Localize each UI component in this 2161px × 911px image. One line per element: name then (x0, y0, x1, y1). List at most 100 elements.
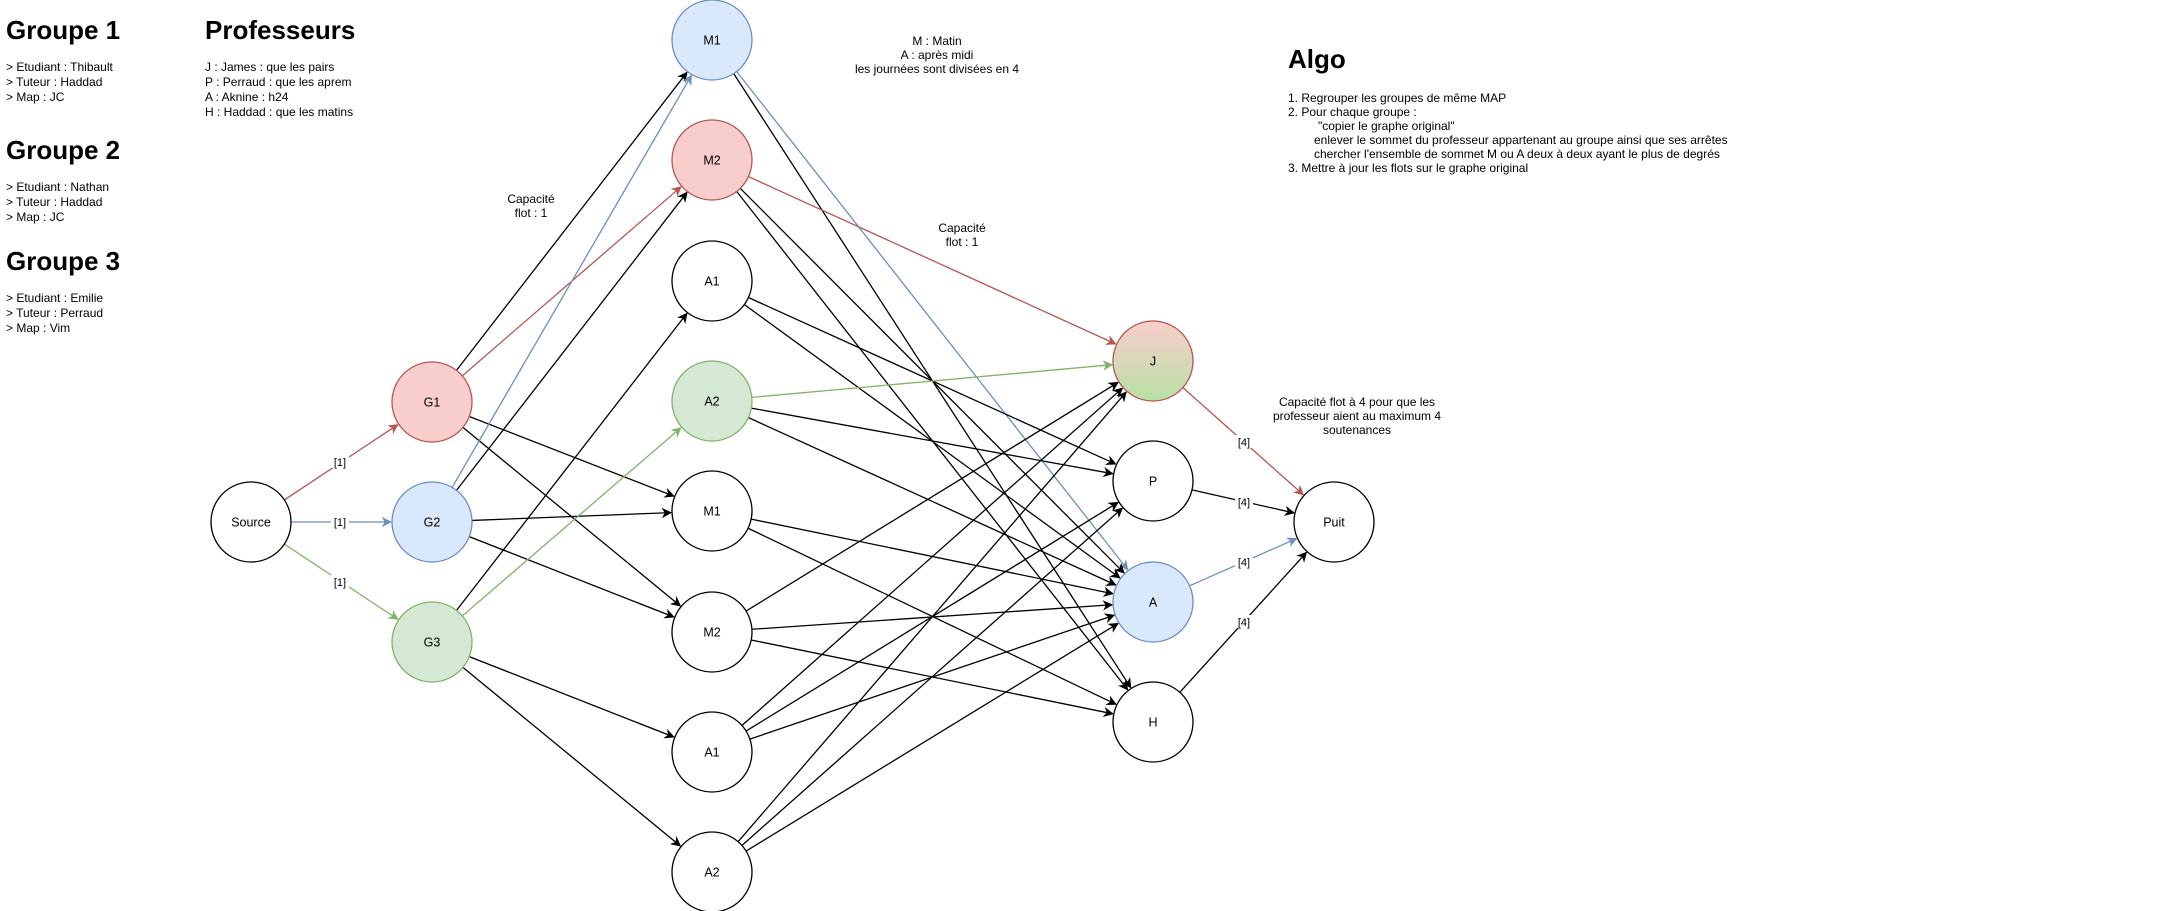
node-puit: Puit (1293, 481, 1375, 563)
edge-g1-m1a (455, 71, 688, 371)
edge-a2a-a (748, 416, 1117, 586)
edge-capacity-label: [1] (334, 457, 346, 469)
edge-capacity-label: [4] (1238, 437, 1250, 449)
edge-g3-a2a (461, 427, 682, 617)
node-label: G1 (424, 396, 441, 410)
groupe-3-line: > Tuteur : Perraud (6, 306, 103, 320)
legend-line: A : après midi (901, 48, 974, 62)
edge-a2b-j (737, 391, 1127, 843)
node-label: Source (231, 516, 271, 530)
groupe-3-line: > Map : Vim (6, 321, 70, 335)
node-g3: G3 (391, 601, 473, 683)
edge-g1-m1b (469, 415, 675, 498)
node-a1a: A1 (671, 240, 753, 322)
capacity-right-annotation: Capacité flot : 1 (938, 221, 986, 249)
capacity-prof-line: soutenances (1323, 423, 1391, 437)
node-circle (1112, 681, 1194, 763)
node-circle (391, 601, 473, 683)
algo-step: 3. Mettre à jour les flots sur le graphe… (1288, 161, 1528, 175)
edge-a2b-p (741, 507, 1124, 846)
groupe-2-line: > Tuteur : Haddad (6, 195, 102, 209)
edge-label-background (1235, 495, 1253, 508)
edge-label-background (1235, 435, 1253, 448)
edge-a2a-p (751, 407, 1114, 478)
node-label: M2 (703, 626, 720, 640)
node-label: A1 (704, 275, 719, 289)
node-source: Source (210, 481, 292, 563)
edges-layer (283, 71, 1308, 852)
groupe-2-line: > Map : JC (6, 210, 65, 224)
edge-g3-a2b (462, 666, 682, 847)
edge-a2a-j (751, 360, 1114, 399)
groupe-1-title: Groupe 1 (6, 15, 120, 45)
professeurs-block: Professeurs J : James : que les pairs P … (205, 15, 355, 119)
professeur-line: P : Perraud : que les aprem (205, 75, 352, 89)
edge-label-background (331, 575, 349, 588)
node-g1: G1 (391, 361, 473, 443)
node-circle (671, 831, 753, 911)
node-label: M2 (703, 154, 720, 168)
node-a: A (1112, 561, 1194, 643)
node-h: H (1112, 681, 1194, 763)
node-label: A2 (704, 866, 719, 880)
capacity-left-annotation: Capacité flot : 1 (507, 192, 555, 220)
node-circle (1112, 440, 1194, 522)
edge-label-background (331, 515, 349, 528)
edge-capacity-label: [1] (334, 517, 346, 529)
node-label: A (1149, 596, 1158, 610)
edge-g2-m1a (451, 74, 692, 488)
node-circle (671, 470, 753, 552)
node-a2b: A2 (671, 831, 753, 911)
node-circle (1112, 320, 1194, 402)
capacity-prof-annotation: Capacité flot à 4 pour que les professeu… (1273, 395, 1441, 437)
node-circle (210, 481, 292, 563)
node-m2b: M2 (671, 591, 753, 673)
capacity-right-line: Capacité (938, 221, 986, 235)
groupe-3-line: > Etudiant : Emilie (6, 291, 103, 305)
node-label: H (1148, 716, 1157, 730)
capacity-prof-line: Capacité flot à 4 pour que les (1279, 395, 1435, 409)
time-legend: M : Matin A : après midi les journées so… (855, 34, 1019, 76)
groupe-1-line: > Map : JC (6, 90, 65, 104)
node-circle (671, 0, 753, 81)
node-label: G3 (424, 636, 441, 650)
node-a1b: A1 (671, 711, 753, 793)
algo-title: Algo (1288, 44, 1346, 74)
groupe-3-title: Groupe 3 (6, 246, 120, 276)
node-label: P (1149, 475, 1157, 489)
edge-m2b-j (745, 381, 1119, 612)
edge-label-background (331, 455, 349, 468)
node-circle (671, 119, 753, 201)
edge-g2-m1b (471, 507, 673, 522)
groupe-1-line: > Tuteur : Haddad (6, 75, 102, 89)
edge-capacity-label: [4] (1238, 497, 1250, 509)
edge-g3-a1a (456, 312, 688, 611)
node-circle (1112, 561, 1194, 643)
edge-capacity-label: [1] (334, 577, 346, 589)
node-label: M1 (703, 505, 720, 519)
professeur-line: J : James : que les pairs (205, 60, 334, 74)
algo-step: chercher l'ensemble de sommet M ou A deu… (1314, 147, 1720, 161)
node-circle (671, 591, 753, 673)
edge-a2b-a (745, 622, 1119, 852)
edge-m1a-a (736, 71, 1129, 571)
groupe-3-block: Groupe 3 > Etudiant : Emilie > Tuteur : … (6, 246, 120, 335)
node-circle (671, 240, 753, 322)
node-label: A2 (704, 395, 719, 409)
professeurs-title: Professeurs (205, 15, 355, 45)
node-a2a: A2 (671, 360, 753, 442)
edge-capacity-label: [4] (1238, 617, 1250, 629)
node-m1b: M1 (671, 470, 753, 552)
legend-line: M : Matin (912, 34, 961, 48)
edge-a1b-j (741, 387, 1124, 726)
algo-step: 1. Regrouper les groupes de même MAP (1288, 91, 1506, 105)
node-label: A1 (704, 746, 719, 760)
node-p: P (1112, 440, 1194, 522)
algo-step: "copier le graphe original" (1318, 119, 1455, 133)
groupe-1-block: Groupe 1 > Etudiant : Thibault > Tuteur … (6, 15, 120, 104)
capacity-left-line: Capacité (507, 192, 555, 206)
node-m2a: M2 (671, 119, 753, 201)
capacity-right-line: flot : 1 (946, 235, 979, 249)
